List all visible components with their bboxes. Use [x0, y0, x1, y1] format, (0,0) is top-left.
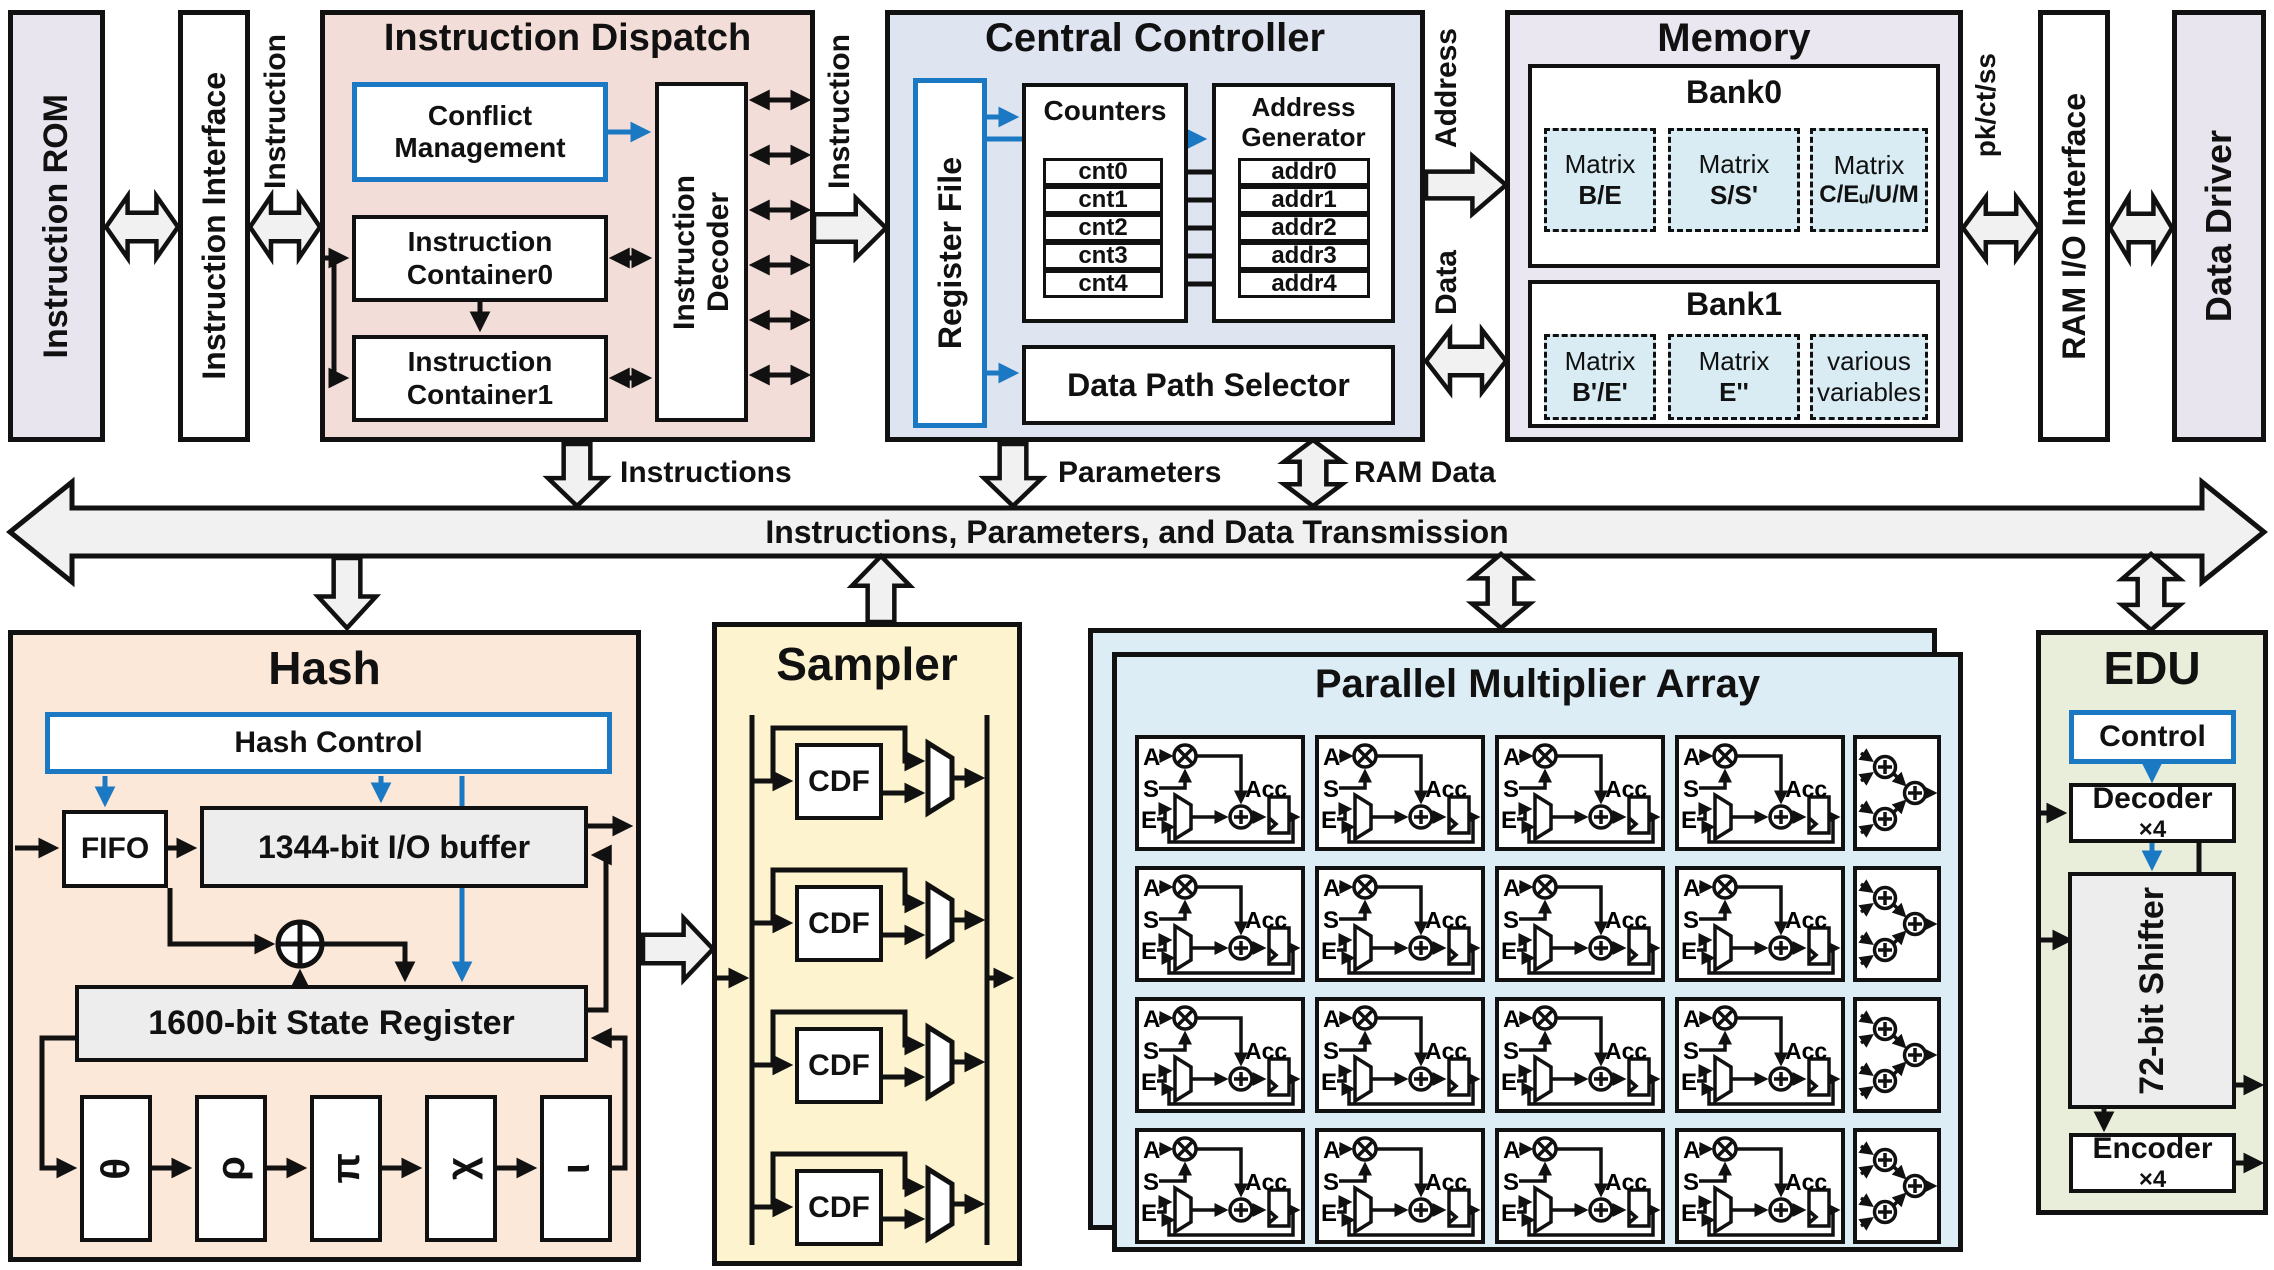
- ram-io-interface-block: RAM I/O Interface: [2038, 10, 2110, 442]
- round-pi-box: π: [310, 1095, 382, 1242]
- counter-row-cnt2: cnt2: [1043, 214, 1163, 242]
- dispatch-controller-arrow: [811, 192, 890, 264]
- ram-data-arrow-label: RAM Data: [1354, 456, 1496, 489]
- instruction-rom-block: Instruction ROM: [8, 10, 105, 442]
- matrix-chip-bpep: Matrix B'/E': [1544, 334, 1656, 420]
- cdf-bypass: [770, 1009, 926, 1065]
- various-variables-chip: various variables: [1810, 334, 1928, 420]
- parameters-to-bus-arrow: [978, 441, 1048, 510]
- state-to-theta: [39, 1035, 78, 1179]
- edu-decoder-box: Decoder ×4: [2069, 782, 2236, 843]
- instruction-container1-box: Instruction Container1: [352, 335, 608, 422]
- cdf-box-2: CDF: [795, 1027, 883, 1104]
- address-arrow: [1423, 151, 1510, 219]
- cdf-box-0: CDF: [795, 743, 883, 820]
- data-flow-label: Data: [1430, 250, 1463, 316]
- counter-row-cnt1: cnt1: [1043, 186, 1163, 214]
- bus-multiplier-arrow: [1465, 551, 1537, 631]
- state-register-box: 1600-bit State Register: [75, 985, 588, 1062]
- addr-row-addr4: addr4: [1238, 270, 1370, 298]
- address-flow-label: Address: [1430, 27, 1463, 149]
- parameters-arrow-label: Parameters: [1058, 456, 1222, 489]
- addr-row-addr3: addr3: [1238, 242, 1370, 270]
- instruction-flow-label-mid: Instruction: [823, 33, 856, 189]
- rom-interface-arrow: [103, 188, 181, 266]
- hash-title: Hash: [268, 642, 381, 694]
- instructions-to-bus-arrow: [542, 441, 612, 510]
- sampler-mux: [925, 880, 955, 960]
- data-path-selector-box: Data Path Selector: [1022, 345, 1395, 425]
- edu-title: EDU: [2103, 642, 2201, 694]
- data-driver-block: Data Driver: [2172, 10, 2266, 442]
- instruction-interface-block: Instruction Interface: [178, 10, 250, 442]
- cdf-box-3: CDF: [795, 1169, 883, 1246]
- instruction-flow-label-left: Instruction: [259, 33, 292, 189]
- bus-edu-arrow: [2115, 551, 2187, 633]
- fifo-box: FIFO: [62, 810, 168, 888]
- pkctss-flow-label: pk/ct/ss: [1970, 52, 2001, 158]
- matrix-chip-be: Matrix B/E: [1544, 128, 1656, 232]
- cdf-bypass: [770, 867, 926, 923]
- instructions-arrow-label: Instructions: [620, 456, 792, 489]
- instruction-container0-box: Instruction Container0: [352, 215, 608, 302]
- bus-to-hash-arrow: [312, 555, 382, 632]
- addr-row-addr1: addr1: [1238, 186, 1370, 214]
- round-iota-box: ι: [540, 1095, 612, 1242]
- edu-encoder-box: Encoder ×4: [2069, 1132, 2236, 1193]
- ramio-datadriver-arrow: [2107, 188, 2175, 268]
- counter-row-cnt0: cnt0: [1043, 158, 1163, 186]
- addr-row-addr2: addr2: [1238, 214, 1370, 242]
- multiplier-array-title: Parallel Multiplier Array: [1314, 661, 1761, 706]
- buffer-to-xor: [167, 888, 276, 955]
- matrix-chip-ss: Matrix S/S': [1668, 128, 1800, 232]
- sampler-to-bus-arrow: [846, 552, 916, 625]
- counter-row-cnt3: cnt3: [1043, 242, 1163, 270]
- entry-to-container1: [328, 258, 350, 389]
- state-to-buffer-loop: [588, 844, 612, 1013]
- instruction-decoder-box: Instruction Decoder: [655, 82, 748, 422]
- round-theta-box: θ: [80, 1095, 152, 1242]
- memory-ramio-arrow: [1960, 190, 2042, 266]
- sampler-title: Sampler: [776, 638, 958, 690]
- matrix-chip-epp: Matrix E'': [1668, 334, 1800, 420]
- round-chi-box: χ: [425, 1095, 497, 1242]
- memory-title: Memory: [1657, 15, 1811, 60]
- round-rho-box: ρ: [195, 1095, 267, 1242]
- sampler-mux: [925, 1164, 955, 1244]
- cdf-box-1: CDF: [795, 885, 883, 962]
- cdf-bypass: [770, 1151, 926, 1207]
- iota-to-state: [590, 1027, 628, 1171]
- hash-control-box: Hash Control: [45, 712, 612, 774]
- io-buffer-box: 1344-bit I/O buffer: [200, 806, 588, 888]
- data-arrow: [1423, 323, 1509, 399]
- cdf-bypass: [770, 725, 926, 781]
- sampler-mux: [925, 738, 955, 818]
- dispatch-title: Instruction Dispatch: [383, 16, 752, 59]
- xor-to-state: [322, 941, 416, 983]
- edu-control-box: Control: [2069, 710, 2236, 764]
- interface-dispatch-arrow: [247, 188, 323, 266]
- matrix-chip-ceum: Matrix C/Eᵤ/U/M: [1810, 128, 1928, 232]
- edu-shifter-box: 72-bit Shifter: [2068, 872, 2236, 1109]
- controller-title: Central Controller: [984, 15, 1326, 60]
- bus-label: Instructions, Parameters, and Data Trans…: [765, 513, 1509, 550]
- register-file-box: Register File: [913, 78, 987, 428]
- main-transmission-bus: [6, 476, 2268, 588]
- sampler-mux: [925, 1022, 955, 1102]
- counter-row-cnt4: cnt4: [1043, 270, 1163, 298]
- conflict-management-box: Conflict Management: [352, 82, 608, 182]
- ram-data-bus-arrow: [1277, 437, 1349, 509]
- hash-to-sampler-arrow: [640, 912, 717, 986]
- addr-row-addr0: addr0: [1238, 158, 1370, 186]
